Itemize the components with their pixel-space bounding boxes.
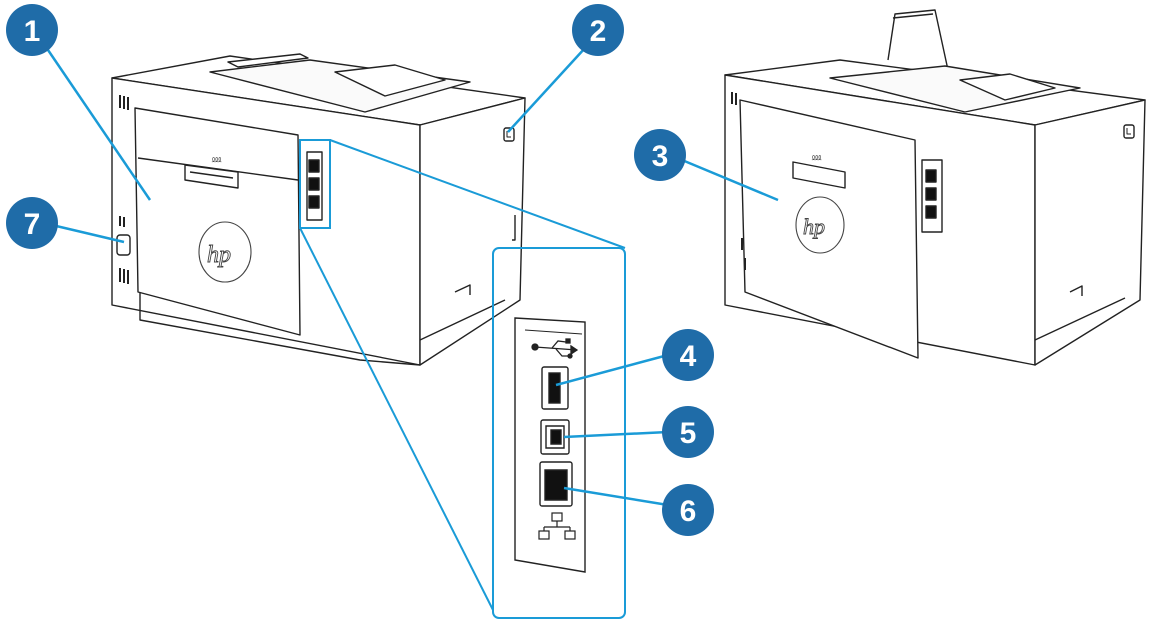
callout-6: 6	[662, 484, 714, 536]
svg-text:6: 6	[680, 495, 697, 528]
power-button-left	[116, 234, 131, 256]
svg-text:⅏: ⅏	[211, 154, 222, 164]
callout-leaders	[46, 47, 779, 507]
callout-5: 5	[662, 406, 714, 458]
port-detail	[514, 317, 586, 573]
power-icon-right	[1123, 124, 1135, 139]
hp-logo-left: hp	[198, 221, 252, 283]
svg-text:4: 4	[680, 340, 697, 373]
callout-3: 3	[634, 129, 686, 181]
callout-2: 2	[572, 4, 624, 56]
network-icon	[538, 512, 576, 540]
right-printer: ⅏	[724, 9, 1146, 366]
svg-text:2: 2	[590, 15, 607, 48]
left-printer: ⅏	[111, 53, 526, 366]
svg-text:5: 5	[680, 417, 697, 450]
callout-7: 7	[6, 197, 58, 249]
callout-1: 1	[6, 4, 58, 56]
svg-text:hp: hp	[207, 242, 231, 268]
callout-4: 4	[662, 329, 714, 381]
svg-text:⅏: ⅏	[811, 152, 822, 162]
svg-text:7: 7	[24, 208, 41, 241]
svg-text:hp: hp	[803, 214, 825, 239]
hp-logo-right: hp	[795, 196, 845, 254]
svg-text:1: 1	[24, 15, 41, 48]
usb-icon	[531, 338, 579, 359]
svg-text:3: 3	[652, 140, 669, 173]
rear-door-right	[739, 99, 919, 359]
rear-door-left	[134, 107, 301, 336]
